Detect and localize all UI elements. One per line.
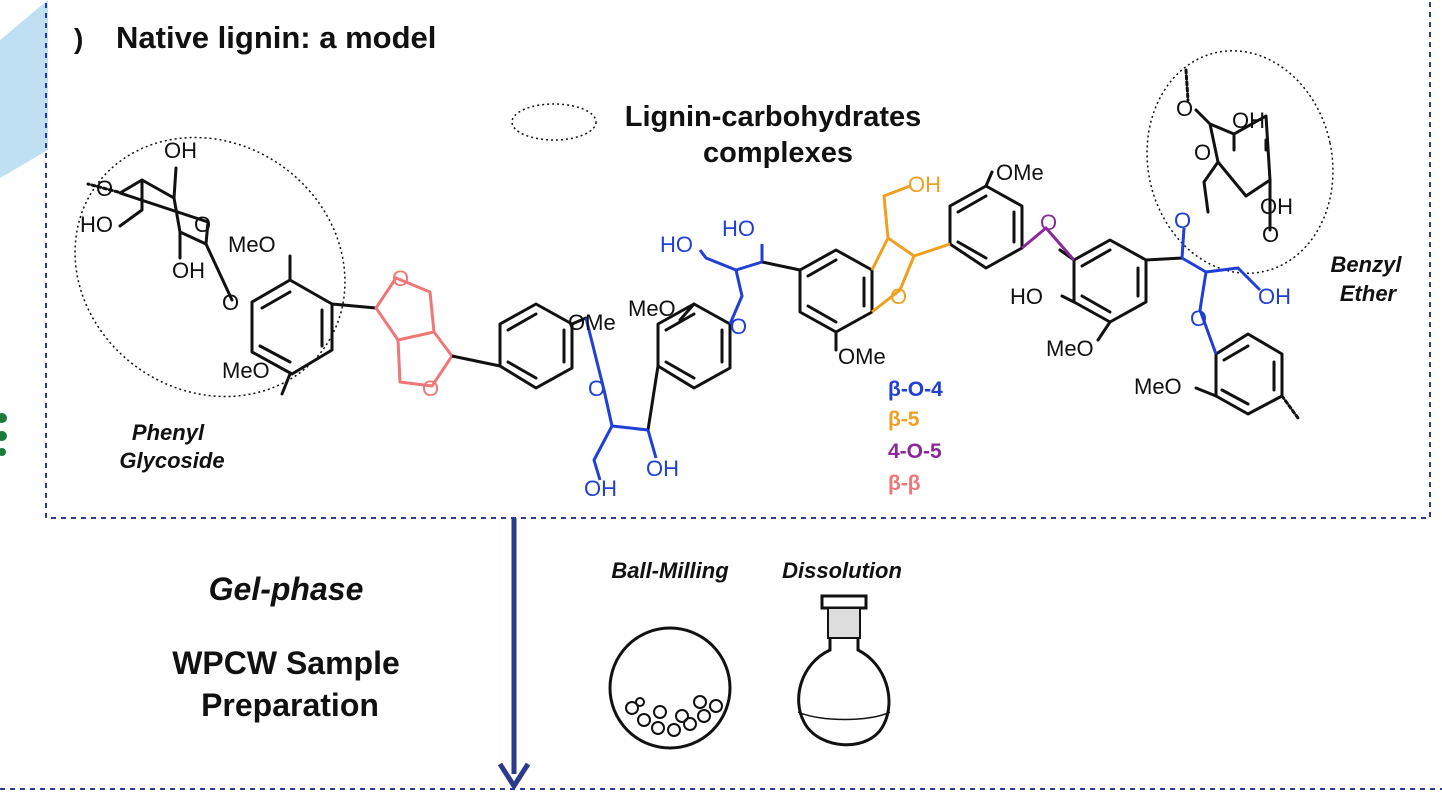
- decorative-green-dots: [0, 413, 7, 456]
- lcc-legend-line2: complexes: [703, 137, 853, 169]
- svg-text:O: O: [392, 266, 409, 291]
- svg-text:O: O: [222, 290, 239, 315]
- phenyl-glycoside-label-2: Glycoside: [119, 448, 224, 473]
- linkage-beta-5: β-5: [888, 408, 920, 431]
- svg-text:O: O: [422, 376, 439, 401]
- svg-text:O: O: [890, 284, 907, 309]
- gel-phase-label: Gel-phase: [209, 571, 364, 607]
- svg-text:MeO: MeO: [1046, 336, 1094, 361]
- phenyl-glycoside-ellipse: [74, 136, 346, 398]
- svg-text:O: O: [96, 176, 113, 201]
- svg-text:OH: OH: [164, 138, 197, 163]
- svg-text:HO: HO: [1010, 284, 1043, 309]
- svg-text:MeO: MeO: [222, 358, 270, 383]
- svg-text:OH: OH: [1258, 284, 1291, 309]
- benzyl-ether-ellipse: [1146, 50, 1334, 274]
- wpcw-label-1: WPCW Sample: [172, 645, 400, 681]
- linkage-beta-beta: β-β: [888, 472, 921, 495]
- svg-text:O: O: [1174, 208, 1191, 233]
- svg-text:HO: HO: [80, 212, 113, 237]
- svg-text:O: O: [1262, 222, 1279, 247]
- beta-o4-bonds: [584, 227, 1262, 481]
- svg-text:MeO: MeO: [228, 232, 276, 257]
- svg-text:OH: OH: [646, 456, 679, 481]
- linkage-beta-o4: β-O-4: [888, 378, 943, 401]
- lcc-legend-line1: Lignin-carbohydrates: [625, 101, 922, 133]
- svg-text:OH: OH: [584, 476, 617, 501]
- svg-text:HO: HO: [722, 216, 755, 241]
- svg-text:O: O: [1194, 140, 1211, 165]
- beta5-bonds: [870, 184, 951, 314]
- linkage-4-o-5: 4-O-5: [888, 440, 942, 463]
- process-arrow-head: [497, 762, 531, 791]
- svg-text:O: O: [194, 212, 211, 237]
- svg-text:MeO: MeO: [1134, 374, 1182, 399]
- svg-text:O: O: [588, 376, 605, 401]
- four-o5-bonds: [1021, 226, 1076, 261]
- svg-text:OH: OH: [172, 258, 205, 283]
- dissolution-label: Dissolution: [782, 558, 902, 583]
- svg-text:HO: HO: [660, 232, 693, 257]
- atom-labels: OH O HO O OH O MeO MeO O O OMe O OH OH M…: [80, 96, 1293, 501]
- svg-text:O: O: [1040, 210, 1057, 235]
- title-prefix: ): [74, 23, 83, 54]
- ball-milling-label: Ball-Milling: [611, 558, 729, 583]
- phenyl-glycoside-label-1: Phenyl: [132, 420, 205, 445]
- svg-text:OMe: OMe: [568, 310, 616, 335]
- svg-text:MeO: MeO: [628, 296, 676, 321]
- benzyl-ether-label-2: Ether: [1340, 281, 1398, 306]
- wpcw-label-2: Preparation: [201, 687, 379, 723]
- flask-icon: [797, 594, 891, 747]
- svg-text:O: O: [1190, 306, 1207, 331]
- svg-text:O: O: [1176, 96, 1193, 121]
- ball-mill-icon: [608, 626, 732, 750]
- benzyl-ether-label-1: Benzyl: [1331, 252, 1403, 277]
- svg-text:OH: OH: [908, 172, 941, 197]
- beta-beta-bonds: [374, 276, 501, 388]
- svg-text:OH: OH: [1232, 108, 1265, 133]
- lcc-legend-ellipse: [511, 103, 597, 141]
- page-title: Native lignin: a model: [116, 20, 436, 55]
- svg-text:O: O: [730, 314, 747, 339]
- native-lignin-frame: [45, 0, 1431, 519]
- svg-text:OMe: OMe: [996, 160, 1044, 185]
- svg-text:OH: OH: [1260, 194, 1293, 219]
- svg-text:OMe: OMe: [838, 344, 886, 369]
- decorative-wedge: [0, 0, 48, 178]
